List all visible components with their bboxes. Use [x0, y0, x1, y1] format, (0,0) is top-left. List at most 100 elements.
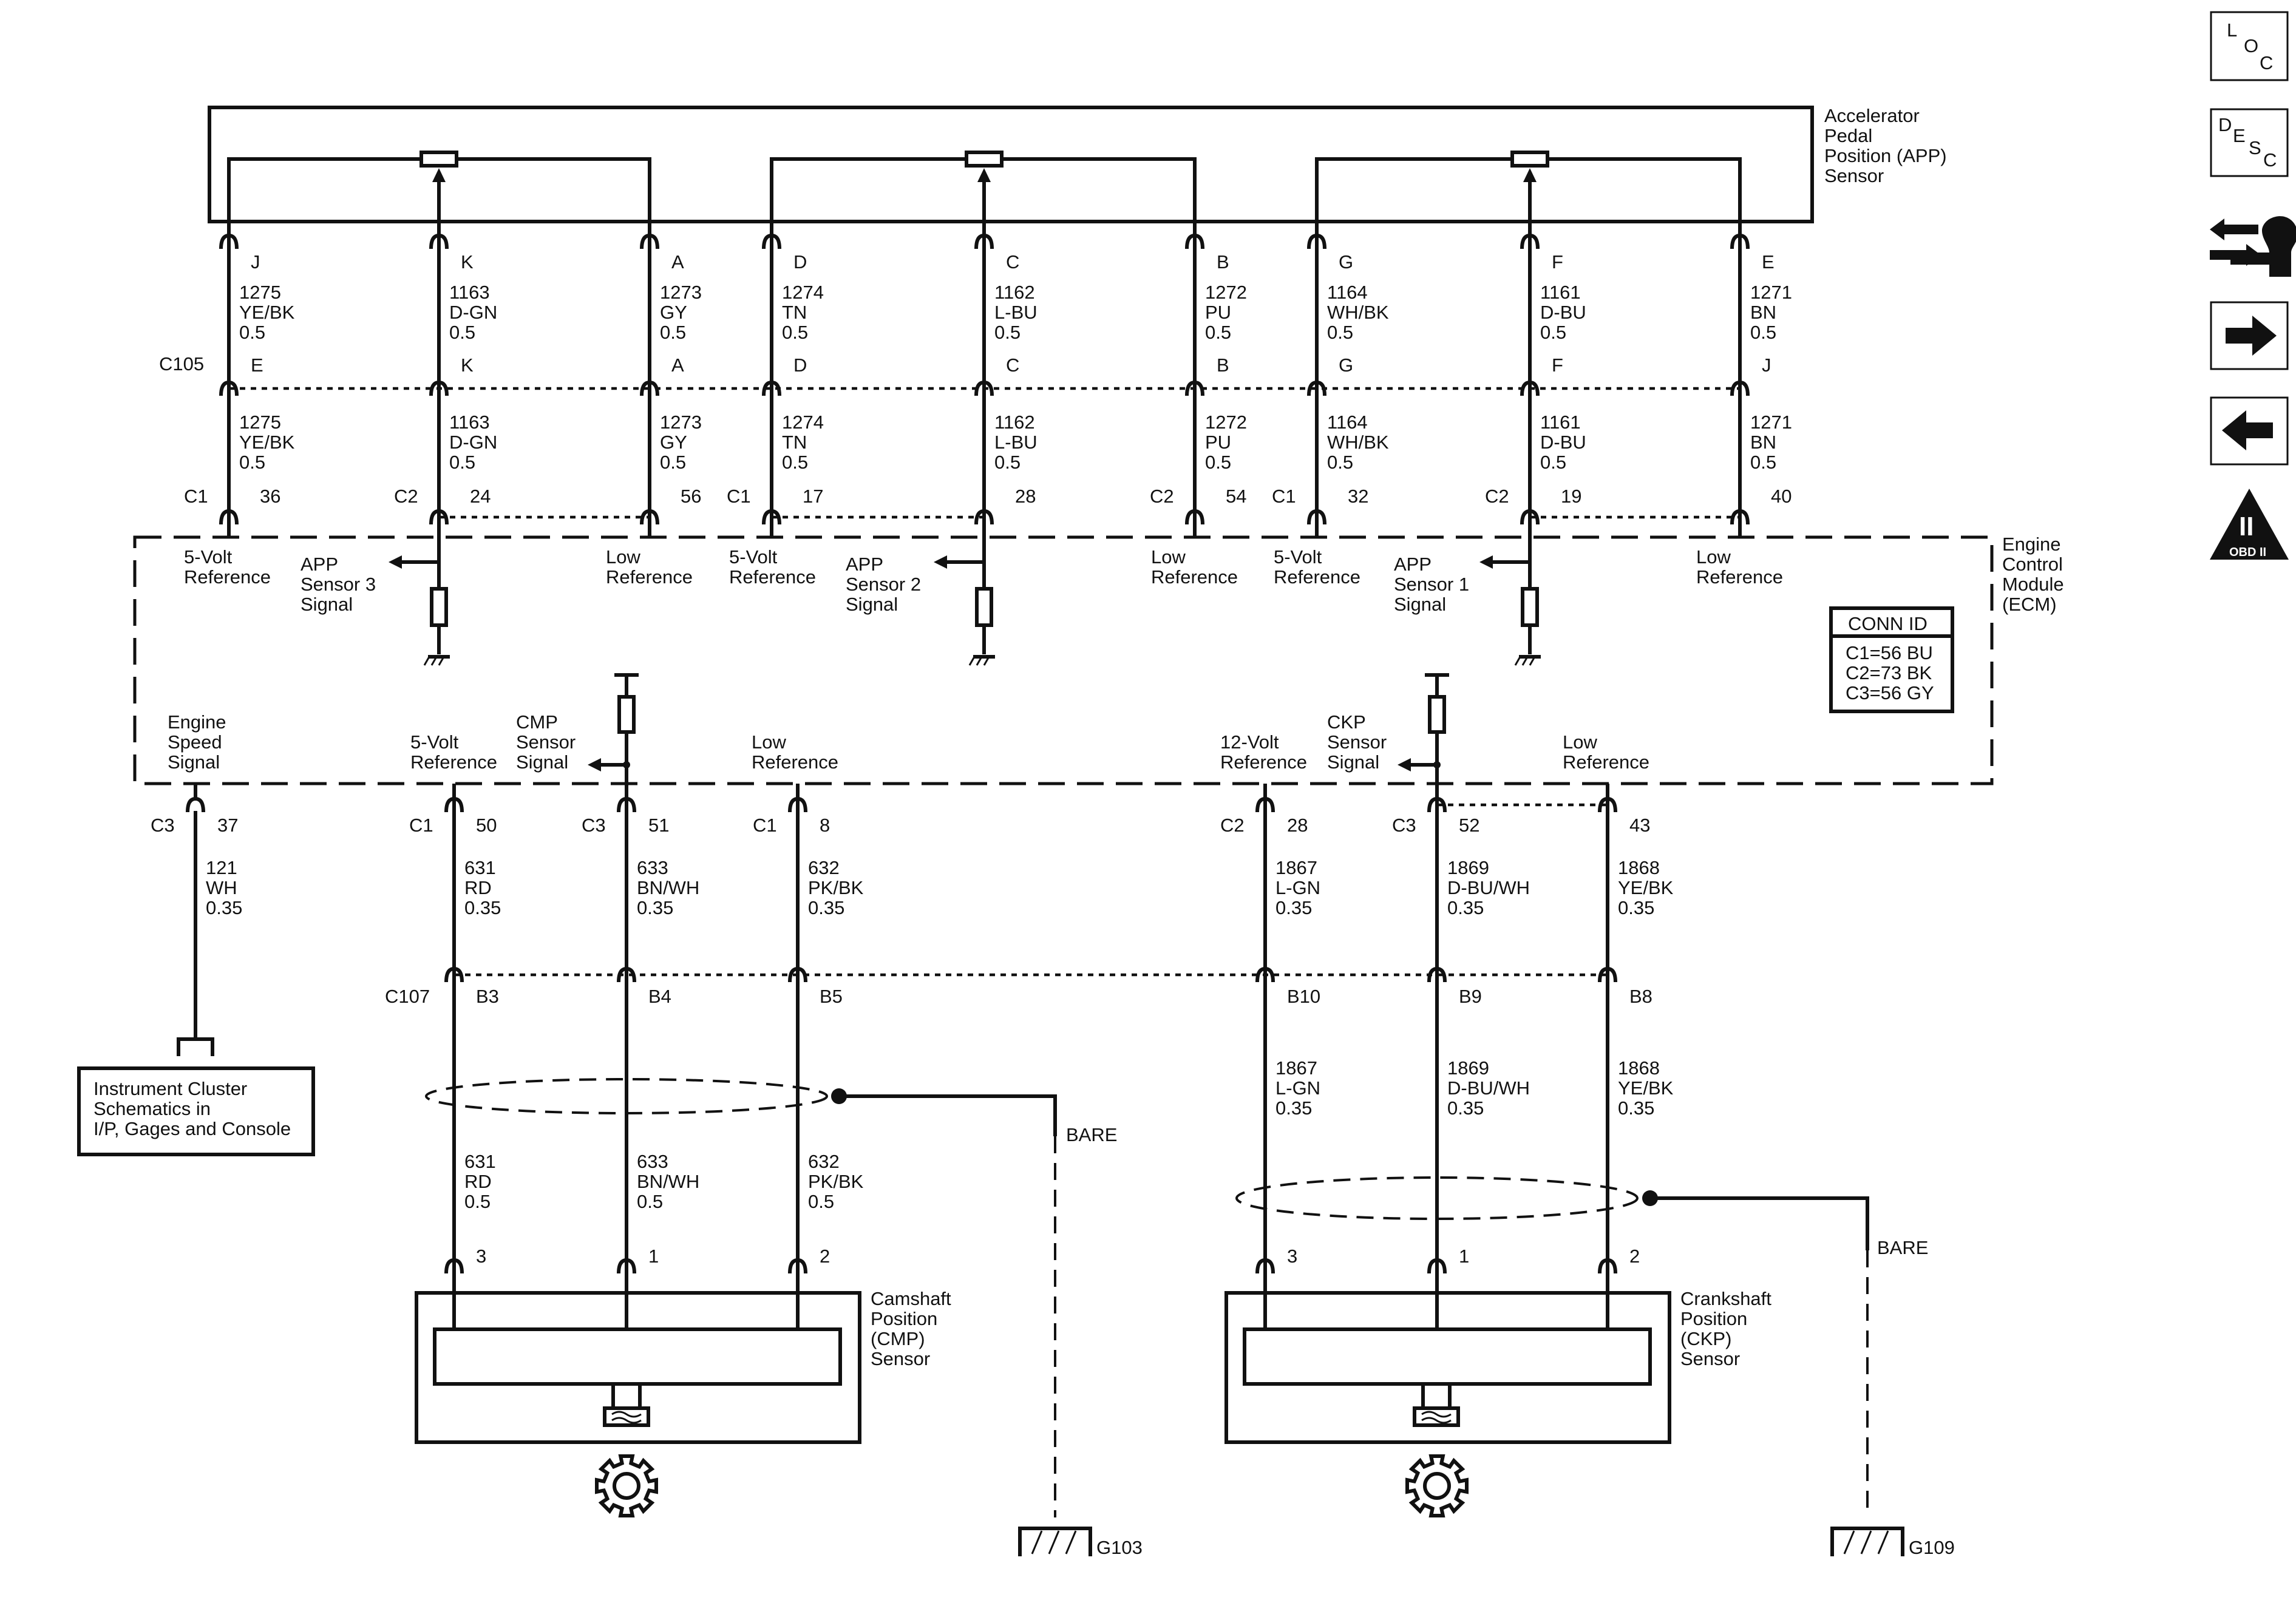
wire-size: 0.5	[808, 1191, 834, 1212]
circuit-number: 1163	[449, 412, 490, 433]
wire-color: GY	[660, 432, 687, 453]
conn-id-entry: C2=73 BK	[1846, 662, 1932, 683]
reference-label: Reference	[410, 751, 497, 773]
signal-label: APP	[846, 554, 883, 575]
next-page-button[interactable]	[2210, 301, 2289, 370]
signal-label: Signal	[301, 594, 353, 615]
pin-label: D	[793, 354, 807, 376]
circuit-number: 1275	[239, 282, 281, 303]
app-sensor-label-line: Sensor	[1824, 165, 1884, 186]
reference-label: 5-Volt	[729, 546, 778, 568]
ecm-label-line: Module	[2002, 574, 2064, 595]
circuit-number: 1868	[1618, 857, 1660, 878]
pin-label: 2	[1629, 1246, 1640, 1267]
low-reference-label: Low	[1696, 546, 1731, 568]
pin-number: 51	[648, 815, 669, 836]
wire-size: 0.5	[1205, 452, 1231, 473]
pin-number: 17	[803, 486, 823, 507]
signal-label: APP	[301, 554, 338, 575]
location-icon-letter: C	[2260, 52, 2273, 73]
circuit-number: 1867	[1275, 1057, 1317, 1079]
pin-number: 50	[476, 815, 497, 836]
connector-id: C2	[1485, 486, 1509, 507]
wire-size: 0.35	[464, 897, 501, 918]
signal-label: Sensor 1	[1394, 574, 1469, 595]
obd-ii-roman: II	[2239, 512, 2254, 541]
pin-label: A	[671, 354, 684, 376]
pin-label: E	[1762, 251, 1775, 273]
signal-label: Signal	[1327, 751, 1379, 773]
wire-size: 0.5	[464, 1191, 491, 1212]
wire-size: 0.35	[637, 897, 673, 918]
wire-color: BN/WH	[637, 1171, 699, 1192]
cmp-sensor: Camshaft Position (CMP) Sensor	[415, 1288, 951, 1444]
circuit-number: 632	[808, 857, 840, 878]
circuit-number: 1164	[1327, 282, 1368, 303]
pin-label: 1	[1459, 1246, 1469, 1267]
connector-id: C3	[582, 815, 606, 836]
diagnostic-tools-button[interactable]	[2210, 216, 2296, 277]
wire-size: 0.35	[206, 897, 242, 918]
pin-label: 2	[820, 1246, 830, 1267]
connector-id: C3	[151, 815, 175, 836]
description-button[interactable]: D E S C	[2210, 108, 2289, 177]
signal-label: Sensor 3	[301, 574, 376, 595]
low-reference-label: Reference	[606, 566, 693, 588]
obd-ii-button[interactable]: II OBD II	[2210, 489, 2289, 560]
pin-label: 3	[1287, 1246, 1297, 1267]
pin-label: A	[671, 251, 684, 273]
pin-label: B3	[476, 986, 499, 1007]
pin-label: B	[1217, 251, 1229, 273]
pin-label: B	[1217, 354, 1229, 376]
ecm-label-line: Control	[2002, 554, 2063, 575]
circuit-number: 1274	[782, 412, 824, 433]
pin-number: 28	[1015, 486, 1036, 507]
pin-label: J	[1762, 354, 1771, 376]
wire-size: 0.5	[637, 1191, 663, 1212]
wire-color: YE/BK	[239, 302, 295, 323]
pin-label: B9	[1459, 986, 1482, 1007]
wire-size: 0.5	[660, 452, 686, 473]
cmp-shield	[425, 1078, 1057, 1517]
wire-color: BN/WH	[637, 877, 699, 898]
gear-icon	[1405, 1454, 1469, 1517]
pin-label: J	[251, 251, 260, 273]
wire-color: TN	[782, 302, 807, 323]
signal-label: Signal	[516, 751, 568, 773]
wire-size: 0.5	[782, 322, 808, 343]
connector-id: C2	[1220, 815, 1245, 836]
location-icon-letter: O	[2244, 35, 2258, 56]
wire-size: 0.5	[449, 322, 475, 343]
pin-label: B8	[1629, 986, 1652, 1007]
pin-label: B5	[820, 986, 843, 1007]
obd-ii-text: OBD II	[2229, 546, 2266, 559]
pin-label: K	[461, 354, 474, 376]
signal-label: APP	[1394, 554, 1432, 575]
arrow-right-icon	[2226, 316, 2277, 356]
ckp-sensor-label: Sensor	[1680, 1348, 1740, 1369]
low-reference-label: Low	[1151, 546, 1186, 568]
cmp-sensor-label: Camshaft	[871, 1288, 951, 1309]
wire-size: 0.5	[1205, 322, 1231, 343]
ckp-shield	[1235, 1176, 1869, 1517]
wire-color: L-BU	[994, 432, 1038, 453]
previous-page-button[interactable]	[2210, 396, 2289, 466]
circuit-number: 631	[464, 857, 496, 878]
bare-wire-label: BARE	[1066, 1124, 1117, 1145]
conn-id-entry: C1=56 BU	[1846, 642, 1933, 663]
wire-color: GY	[660, 302, 687, 323]
conn-id-entry: C3=56 GY	[1846, 682, 1934, 703]
circuit-number: 1272	[1205, 282, 1247, 303]
app-sensor-label-line: Position (APP)	[1824, 145, 1947, 166]
navigation-icons: L O C D E S C II OBD II	[2210, 11, 2296, 560]
engine-speed-label: Signal	[168, 751, 220, 773]
pin-label: E	[251, 354, 263, 376]
location-button[interactable]: L O C	[2210, 11, 2289, 81]
wire-color: RD	[464, 877, 492, 898]
